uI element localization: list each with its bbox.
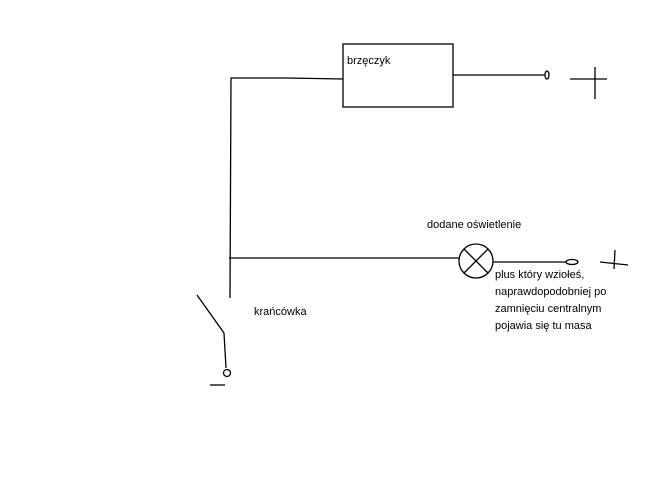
lamp-icon — [458, 243, 494, 279]
plus-symbol-top — [570, 67, 607, 99]
limit-switch-icon — [196, 294, 232, 378]
buzzer-terminal — [544, 70, 550, 80]
plus-symbol-lamp — [599, 249, 629, 270]
buzzer-wire-left — [229, 77, 344, 299]
note-line: plus który wziołeś, — [495, 269, 585, 281]
switch-label: krańcówka — [254, 306, 307, 318]
light-label: dodane oświetlenie — [427, 219, 522, 231]
lamp-terminal — [565, 258, 579, 266]
note-text: plus który wziołeś, naprawdopodobniej po… — [495, 267, 606, 335]
note-line: naprawdopodobniej po — [495, 286, 607, 298]
note-line: pojawia się tu masa — [495, 320, 592, 332]
note-line: zamnięciu centralnym — [495, 303, 602, 315]
buzzer-label: brzęczyk — [347, 55, 391, 67]
